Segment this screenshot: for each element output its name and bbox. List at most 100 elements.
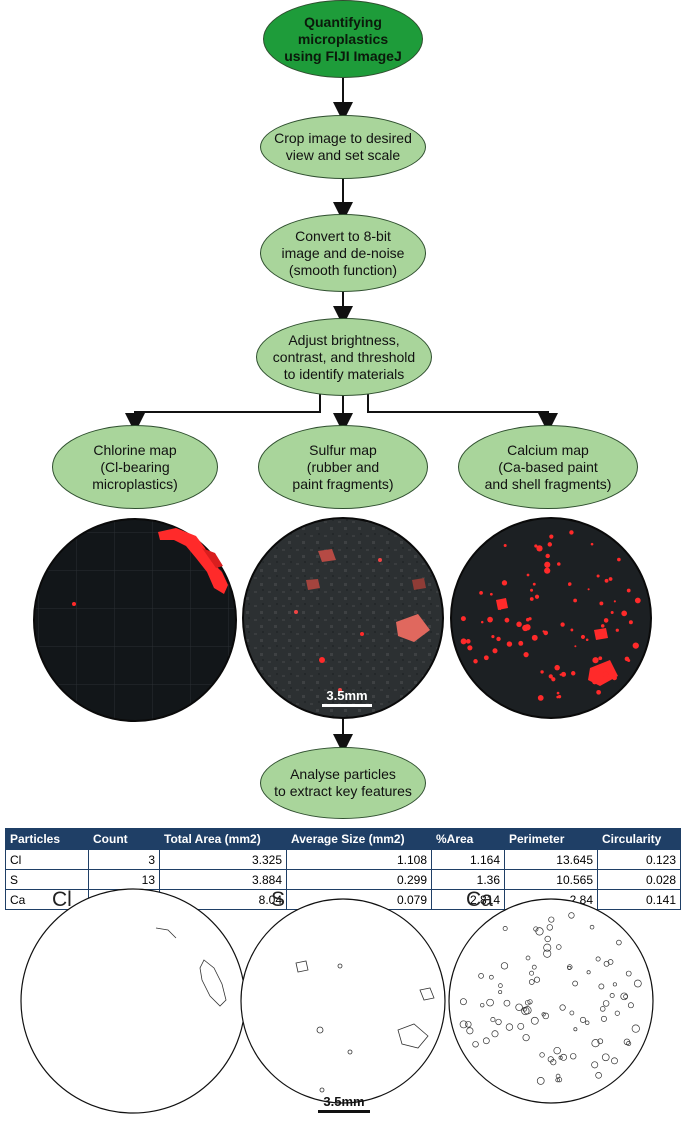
calcium-particle	[570, 628, 574, 632]
calcium-outline	[541, 1012, 546, 1017]
calcium-particle	[460, 616, 466, 622]
calcium-particle	[523, 652, 529, 658]
calcium-outline	[570, 1053, 577, 1060]
calcium-outline	[569, 1010, 575, 1016]
calcium-outline	[535, 927, 544, 936]
calcium-outline	[459, 998, 467, 1006]
step-convert-node: Convert to 8-bit image and de-noise (smo…	[260, 214, 426, 292]
start-node: Quantifying microplastics using FIJI Ima…	[263, 0, 423, 78]
calcium-outline	[598, 983, 605, 990]
calcium-particle	[585, 638, 589, 642]
calcium-outline	[595, 956, 601, 962]
table-cell: 2.814	[431, 889, 505, 910]
calcium-particle	[561, 671, 567, 677]
calcium-outline	[539, 1052, 545, 1058]
chlorine-particle	[202, 548, 223, 568]
table-cell: 10.565	[504, 869, 598, 890]
calcium-outline	[560, 1053, 567, 1061]
table-header: Total Area (mm2)	[159, 828, 287, 850]
chlorine-map-label: Chlorine map (Cl-bearing microplastics)	[92, 441, 178, 492]
calcium-map-image	[450, 517, 652, 719]
calcium-outline	[586, 970, 591, 975]
calcium-particle	[460, 638, 467, 645]
calcium-particle	[592, 657, 599, 664]
calcium-particle	[499, 608, 502, 611]
calcium-particle	[467, 645, 473, 651]
calcium-outline	[459, 1020, 468, 1029]
calcium-particle	[532, 582, 536, 586]
calcium-particle	[489, 592, 493, 596]
calcium-map-label: Calcium map (Ca-based paint and shell fr…	[484, 441, 612, 492]
calcium-particle	[526, 573, 530, 577]
calcium-outline	[498, 990, 503, 995]
calcium-particle	[610, 610, 614, 614]
calcium-particle	[529, 597, 534, 601]
calcium-outline	[503, 999, 511, 1007]
calcium-outline	[623, 994, 628, 999]
calcium-outline	[626, 1041, 632, 1046]
calcium-outline	[536, 1077, 545, 1085]
calcium-particle	[559, 673, 562, 676]
calcium-particle	[592, 679, 598, 685]
calcium-outline	[591, 1061, 599, 1069]
scalebar-bottom-bar	[318, 1110, 370, 1113]
table-header-row: Particles Count Total Area (mm2) Average…	[5, 828, 681, 850]
calcium-particle	[548, 674, 553, 679]
calcium-outline	[465, 1021, 472, 1028]
calcium-particle	[487, 616, 493, 623]
calcium-outline	[500, 962, 509, 970]
calcium-outline	[625, 970, 632, 977]
calcium-particle	[604, 578, 609, 583]
calcium-particle	[634, 597, 641, 604]
calcium-particle	[596, 574, 600, 578]
sulfur-outline	[316, 1026, 324, 1034]
sulfur-particle	[396, 614, 430, 642]
sulfur-outline	[295, 960, 309, 973]
calcium-outline	[556, 1077, 563, 1083]
calcium-particle	[557, 695, 562, 699]
calcium-particle	[545, 553, 550, 559]
table-cell: Ca	[5, 889, 89, 910]
calcium-particle	[524, 624, 531, 631]
calcium-particle	[531, 634, 538, 641]
calcium-outline	[572, 980, 578, 987]
calcium-outline	[502, 926, 508, 931]
calcium-particle	[574, 645, 577, 648]
calcium-particle	[573, 598, 578, 603]
calcium-particle	[496, 636, 501, 642]
calcium-particle	[547, 542, 553, 547]
calcium-outline	[482, 1037, 490, 1045]
calcium-particle	[479, 590, 483, 595]
calcium-outline	[553, 1046, 561, 1055]
sulfur-particle	[360, 632, 364, 636]
calcium-particle	[501, 580, 508, 586]
calcium-outline	[627, 1002, 634, 1009]
outline-label-s: S	[271, 888, 286, 911]
sulfur-outline	[397, 1023, 429, 1049]
calcium-outline	[558, 1055, 563, 1060]
step-crop-node: Crop image to desired view and set scale	[260, 115, 426, 179]
start-node-label: Quantifying microplastics using FIJI Ima…	[284, 13, 402, 64]
calcium-outline	[523, 1006, 532, 1015]
calcium-outline	[546, 924, 553, 931]
calcium-particle	[530, 588, 534, 592]
calcium-outline	[612, 982, 617, 987]
calcium-particle	[492, 648, 498, 654]
calcium-particle	[571, 671, 576, 676]
calcium-outline	[567, 964, 573, 970]
calcium-outline	[522, 1034, 530, 1042]
sulfur-particle	[319, 657, 325, 663]
arrow-step3-to-chlorine	[125, 393, 321, 433]
calcium-outline	[589, 924, 595, 930]
calcium-outline	[559, 1004, 566, 1011]
calcium-outline	[544, 935, 551, 943]
calcium-particle	[627, 658, 631, 663]
calcium-outline	[491, 1030, 499, 1038]
calcium-particle	[557, 562, 561, 566]
calcium-particle	[556, 691, 560, 695]
calcium-outline	[472, 1041, 479, 1048]
table-header: Count	[88, 828, 160, 850]
calcium-particle	[632, 642, 639, 649]
